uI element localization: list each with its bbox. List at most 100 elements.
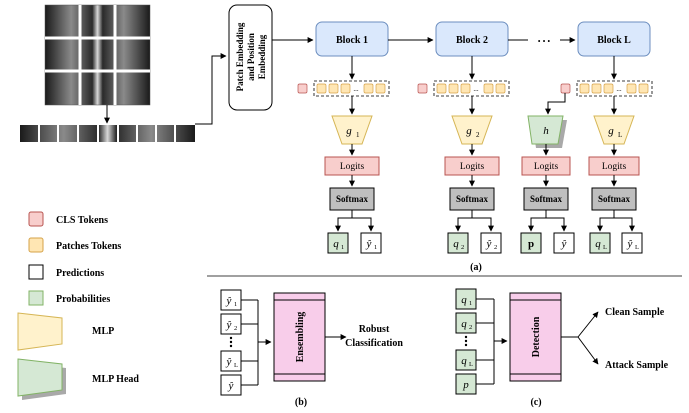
ensembling-panel: ŷ 1 ŷ 2 ŷ L ŷ Ensembling bbox=[220, 289, 403, 408]
token-row-2: ... bbox=[417, 80, 510, 97]
svg-text:ŷ: ŷ bbox=[226, 295, 232, 307]
svg-text:Logits: Logits bbox=[340, 162, 365, 172]
svg-text:q: q bbox=[461, 318, 467, 330]
ens-input-y: ŷ bbox=[220, 374, 242, 396]
mlp-g2: g 2 bbox=[451, 115, 493, 145]
svg-text:2: 2 bbox=[461, 244, 464, 251]
embedding-box: Patch Embedding and Position Embedding bbox=[228, 4, 273, 111]
prob-p: p bbox=[520, 232, 542, 254]
logits-2: Logits bbox=[444, 156, 500, 176]
svg-text:L: L bbox=[234, 362, 238, 369]
panel-label-b: (b) bbox=[295, 397, 307, 408]
logits-L: Logits bbox=[588, 156, 640, 176]
svg-text:...: ... bbox=[353, 85, 359, 93]
ensembling-box: Ensembling bbox=[273, 292, 326, 382]
svg-text:Predictions: Predictions bbox=[56, 268, 104, 279]
svg-text:1: 1 bbox=[356, 131, 360, 139]
mlp-head-h: h bbox=[527, 115, 567, 148]
softmax-h: Softmax bbox=[523, 187, 569, 211]
svg-text:q: q bbox=[595, 238, 601, 250]
det-input-q1: q 1 bbox=[455, 288, 477, 310]
mlp-gL: g L bbox=[593, 115, 635, 145]
ensembling-output-line1: Robust bbox=[359, 324, 390, 335]
svg-text:Logits: Logits bbox=[602, 162, 627, 172]
softmax-1: Softmax bbox=[329, 187, 375, 211]
svg-text:1: 1 bbox=[234, 301, 237, 308]
logits-h: Logits bbox=[521, 156, 571, 176]
ens-input-2: ŷ 2 bbox=[220, 313, 242, 335]
svg-text:2: 2 bbox=[476, 131, 480, 139]
svg-text:Softmax: Softmax bbox=[456, 194, 488, 204]
svg-text:Logits: Logits bbox=[534, 162, 559, 172]
patch-sequence bbox=[20, 125, 195, 142]
ensembling-output-line2: Classification bbox=[345, 338, 403, 349]
embedding-line2: and Position bbox=[246, 33, 256, 81]
cls-token bbox=[297, 83, 308, 94]
svg-text:2: 2 bbox=[234, 325, 237, 332]
det-input-p: p bbox=[455, 373, 477, 395]
svg-text:Softmax: Softmax bbox=[336, 194, 368, 204]
panel-label-a: (a) bbox=[470, 262, 482, 273]
output-clean-sample: Clean Sample bbox=[605, 307, 665, 318]
svg-text:g: g bbox=[608, 125, 614, 137]
svg-text:L: L bbox=[603, 244, 607, 251]
svg-text:Probabilities: Probabilities bbox=[56, 294, 110, 305]
svg-text:2: 2 bbox=[469, 324, 472, 331]
block-1: Block 1 bbox=[315, 21, 389, 57]
svg-text:ŷ: ŷ bbox=[226, 319, 232, 331]
prob-qL: q L bbox=[589, 232, 611, 254]
svg-text:ŷ: ŷ bbox=[561, 238, 567, 250]
svg-text:CLS Tokens: CLS Tokens bbox=[56, 215, 108, 226]
svg-text:q: q bbox=[333, 238, 339, 250]
block-L: Block L bbox=[577, 21, 651, 57]
ens-input-L: ŷ L bbox=[220, 350, 242, 372]
ens-input-1: ŷ 1 bbox=[220, 289, 242, 311]
svg-text:MLP Head: MLP Head bbox=[92, 374, 139, 385]
svg-text:h: h bbox=[543, 125, 549, 137]
svg-text:q: q bbox=[461, 355, 467, 367]
panel-label-c: (c) bbox=[530, 397, 541, 408]
legend-predictions: Predictions bbox=[28, 264, 104, 280]
detection-label: Detection bbox=[531, 316, 542, 357]
arrow-cls-to-mlp-head bbox=[545, 93, 566, 115]
pred-y: ŷ bbox=[553, 232, 575, 254]
svg-text:ŷ: ŷ bbox=[627, 238, 633, 250]
embedding-line1: Patch Embedding bbox=[235, 22, 245, 91]
cls-token bbox=[560, 83, 571, 94]
svg-text:...: ... bbox=[616, 85, 622, 93]
embedding-line3: Embedding bbox=[257, 34, 267, 79]
svg-text:1: 1 bbox=[374, 244, 377, 251]
prob-q2: q 2 bbox=[447, 232, 469, 254]
svg-text:g: g bbox=[466, 125, 472, 137]
svg-text:1: 1 bbox=[469, 300, 472, 307]
svg-text:q: q bbox=[461, 294, 467, 306]
legend-patches-tokens: Patches Tokens bbox=[28, 237, 121, 253]
block-1-label: Block 1 bbox=[336, 35, 368, 46]
legend-mlp-head: MLP Head bbox=[17, 358, 139, 400]
detection-panel: q 1 q 2 q L p Detection bbox=[455, 288, 669, 408]
svg-text:Softmax: Softmax bbox=[530, 194, 562, 204]
block-L-label: Block L bbox=[597, 35, 631, 46]
pred-yL: ŷ L bbox=[621, 232, 643, 254]
softmax-L: Softmax bbox=[591, 187, 637, 211]
svg-text:L: L bbox=[635, 244, 639, 251]
svg-text:2: 2 bbox=[494, 244, 497, 251]
token-row-L: ... bbox=[560, 80, 653, 97]
softmax-2: Softmax bbox=[449, 187, 495, 211]
svg-text:ŷ: ŷ bbox=[486, 238, 492, 250]
prob-q1: q 1 bbox=[327, 232, 349, 254]
svg-text:L: L bbox=[618, 131, 622, 139]
block-2: Block 2 bbox=[435, 21, 509, 57]
blocks-ellipsis: • • • bbox=[538, 37, 551, 46]
svg-text:Patches Tokens: Patches Tokens bbox=[56, 241, 121, 252]
svg-text:p: p bbox=[528, 238, 534, 250]
legend-cls-tokens: CLS Tokens bbox=[28, 211, 108, 227]
svg-text:ŷ: ŷ bbox=[366, 238, 372, 250]
arrow-patches-to-embedding bbox=[195, 53, 227, 125]
svg-text:q: q bbox=[453, 238, 459, 250]
output-attack-sample: Attack Sample bbox=[605, 360, 669, 371]
svg-text:Logits: Logits bbox=[460, 162, 485, 172]
pred-y1: ŷ 1 bbox=[360, 232, 382, 254]
